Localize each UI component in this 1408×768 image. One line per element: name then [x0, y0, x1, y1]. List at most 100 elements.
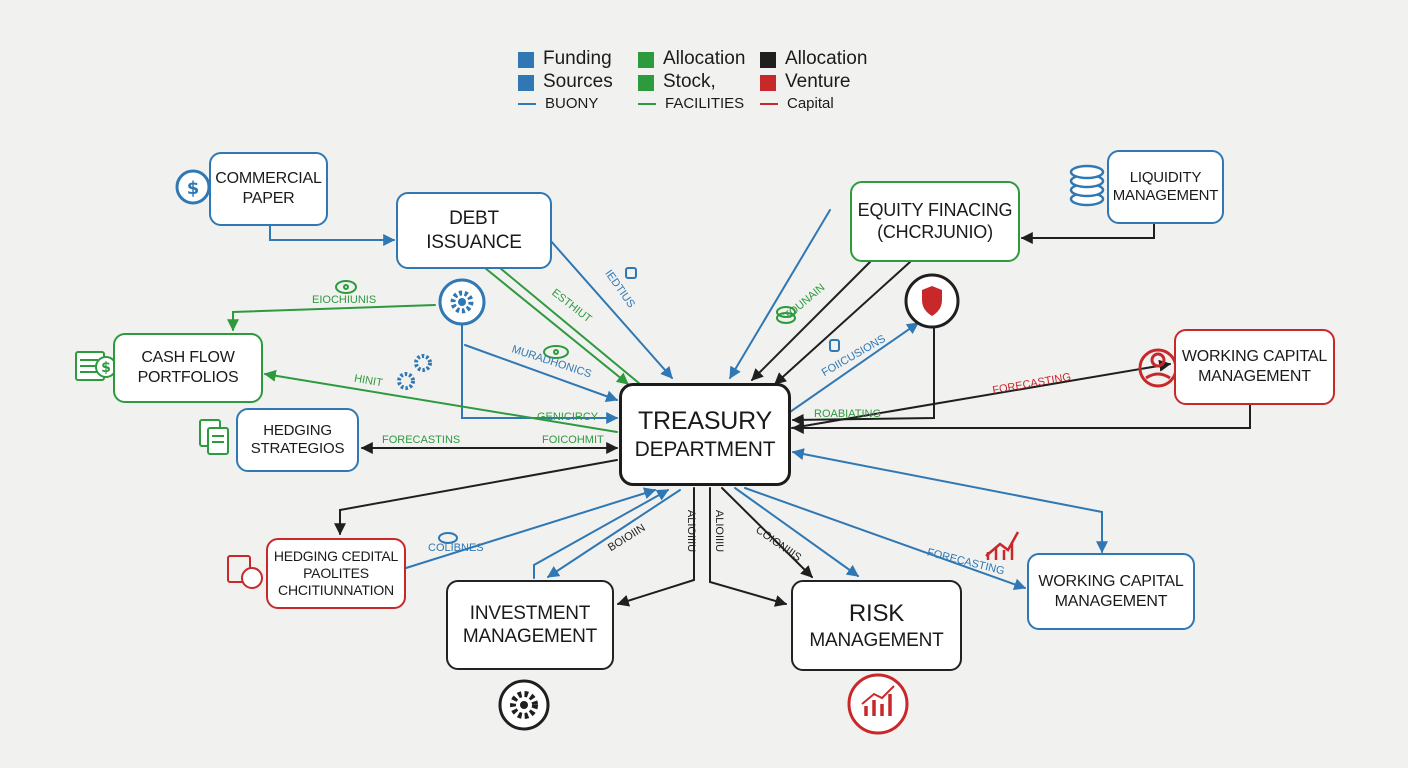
- legend-swatch: [638, 51, 654, 68]
- edge-label: ALIOIIIU: [685, 509, 698, 553]
- legend-row: Sources: [518, 71, 613, 94]
- money-bag-icon: [227, 555, 263, 589]
- node-line: INVESTMENT: [469, 602, 591, 624]
- node-line: MANAGEMENT: [1198, 368, 1311, 385]
- edge-label: COLIBNES: [428, 542, 484, 554]
- edge-treasury-to-risk-1: [709, 487, 788, 607]
- commercial-paper-node[interactable]: COMMERCIAL PAPER: [209, 152, 328, 226]
- node-line: DEBT: [449, 208, 499, 230]
- node-line: COMMERCIAL: [215, 170, 322, 188]
- green-money-icon-2: [543, 345, 569, 359]
- legend-swatch: [638, 74, 654, 91]
- edge-treasury-to-hedging-capital: [334, 459, 618, 536]
- node-line: PORTFOLIOS: [137, 369, 239, 386]
- legend-swatch: [518, 51, 534, 68]
- legend-swatch: [518, 74, 534, 91]
- cash-flow-portfolios-node[interactable]: CASH FLOW PORTFOLIOS: [113, 333, 263, 403]
- working-capital-top-node[interactable]: WORKING CAPITAL MANAGEMENT: [1174, 329, 1335, 405]
- edge-treasury-to-wc-top: [791, 359, 1172, 429]
- shield-icon: [904, 273, 960, 329]
- edge-liquidity-to-equity: [1020, 221, 1155, 244]
- edge-treasury-to-investment-1: [546, 489, 681, 578]
- legend-column-1: Funding Sources BUONY: [518, 48, 613, 113]
- legend-line: [760, 102, 778, 105]
- hedging-capital-node[interactable]: HEDGING CEDITAL PAOLITES CHCITIUNNATION: [266, 538, 406, 609]
- node-line: STRATEGIOS: [250, 440, 345, 457]
- legend-row: BUONY: [518, 94, 613, 113]
- edge-label: GENICIRCY: [537, 411, 599, 423]
- legend-label: FACILITIES: [665, 94, 745, 112]
- liquidity-management-node[interactable]: LIQUIDITY MANAGEMENT: [1107, 150, 1224, 224]
- legend-label: Allocation: [785, 48, 868, 70]
- blue-link-icon: [829, 339, 840, 352]
- working-capital-bottom-node[interactable]: WORKING CAPITAL MANAGEMENT: [1027, 553, 1195, 630]
- legend-row: Venture: [760, 71, 867, 94]
- edge-treasury-to-investment-2: [616, 487, 695, 607]
- edge-wc-top-to-treasury: [791, 403, 1251, 434]
- blue-tool-icon: [625, 267, 637, 279]
- cash-dollar-glyph: $: [101, 360, 111, 376]
- node-line: ISSUANCE: [426, 231, 522, 253]
- investment-management-node[interactable]: INVESTMENT MANAGEMENT: [446, 580, 614, 670]
- green-money-icon-3: [776, 306, 796, 324]
- edge-label: FOICOHMIT: [542, 434, 604, 446]
- legend-label: Funding: [543, 48, 612, 70]
- treasury-department-node[interactable]: TREASURY DEPARTMENT: [619, 383, 791, 486]
- node-line: DEPARTMENT: [634, 438, 776, 461]
- node-line: MANAGEMENT: [809, 629, 944, 651]
- edge-label: ALIOIIIU: [713, 509, 726, 553]
- edge-investment-to-treasury: [533, 489, 670, 579]
- node-line: WORKING CAPITAL: [1181, 348, 1328, 366]
- dollar-coin-icon: $: [175, 169, 211, 205]
- edge-commercial-to-debt: [269, 224, 396, 246]
- edge-debt-to-treasury-green: [484, 267, 629, 385]
- node-line: MANAGEMENT: [1054, 592, 1168, 610]
- edge-treasury-to-wc-bottom: [744, 487, 1027, 591]
- legend-label: Allocation: [663, 48, 746, 70]
- node-line: MANAGEMENT: [462, 626, 598, 647]
- coin-stack-icon: [1069, 164, 1105, 207]
- green-money-icon-1: [335, 280, 357, 294]
- legend-swatch: [760, 51, 776, 68]
- legend-column-3: Allocation Venture Capital: [760, 48, 867, 113]
- edge-gear-to-treasury-2: [461, 324, 619, 424]
- edge-treasury-to-shield: [789, 322, 919, 413]
- legend-label: BUONY: [545, 94, 599, 112]
- hedging-strategies-node[interactable]: HEDGING STRATEGIOS: [236, 408, 359, 472]
- legend-line: [518, 102, 536, 105]
- gear-icon: [438, 278, 486, 326]
- legend-row: Allocation: [638, 48, 745, 71]
- node-line: CASH FLOW: [141, 349, 235, 367]
- legend-label: Capital: [787, 94, 834, 112]
- node-line: EQUITY FINACING: [857, 199, 1013, 220]
- legend-column-2: Allocation Stock, FACILITIES: [638, 48, 745, 113]
- node-line: MANAGEMENT: [1112, 187, 1219, 204]
- edge-gear-to-treasury-1: [464, 344, 619, 402]
- edge-equity-to-treasury-dark-1: [751, 261, 871, 381]
- edge-label: ROABIATING: [814, 408, 882, 420]
- legend-row: Stock,: [638, 71, 745, 94]
- documents-icon: [199, 419, 229, 455]
- edge-shield-to-treasury: [791, 324, 935, 426]
- edge-treasury-to-risk-2: [721, 487, 813, 578]
- node-line: HEDGING: [263, 421, 332, 439]
- edge-wc-bottom-to-treasury: [791, 448, 1108, 554]
- risk-management-node[interactable]: RISK MANAGEMENT: [791, 580, 962, 671]
- edge-equity-to-treasury-dark-2: [774, 261, 911, 385]
- edge-debt-to-treasury-green-2: [499, 267, 641, 385]
- edge-label: FORECASTINS: [382, 434, 461, 446]
- equity-financing-node[interactable]: EQUITY FINACING (CHCRJUNIO): [850, 181, 1020, 262]
- edge-gear-to-cashflow: [227, 304, 436, 332]
- legend-label: Venture: [785, 71, 851, 93]
- edge-treasury-to-risk-3: [734, 487, 859, 577]
- gear-icon-bottom: [498, 679, 550, 731]
- legend-label: Stock,: [663, 71, 716, 93]
- node-line: RISK: [848, 600, 905, 628]
- legend-line: [638, 102, 656, 105]
- edge-label: EIOCHIUNIS: [312, 294, 377, 306]
- node-line: CHCITIUNNATION: [278, 582, 394, 599]
- debt-issuance-node[interactable]: DEBT ISSUANCE: [396, 192, 552, 269]
- node-line: LIQUIDITY: [1129, 168, 1202, 186]
- svg-text:$: $: [187, 178, 200, 199]
